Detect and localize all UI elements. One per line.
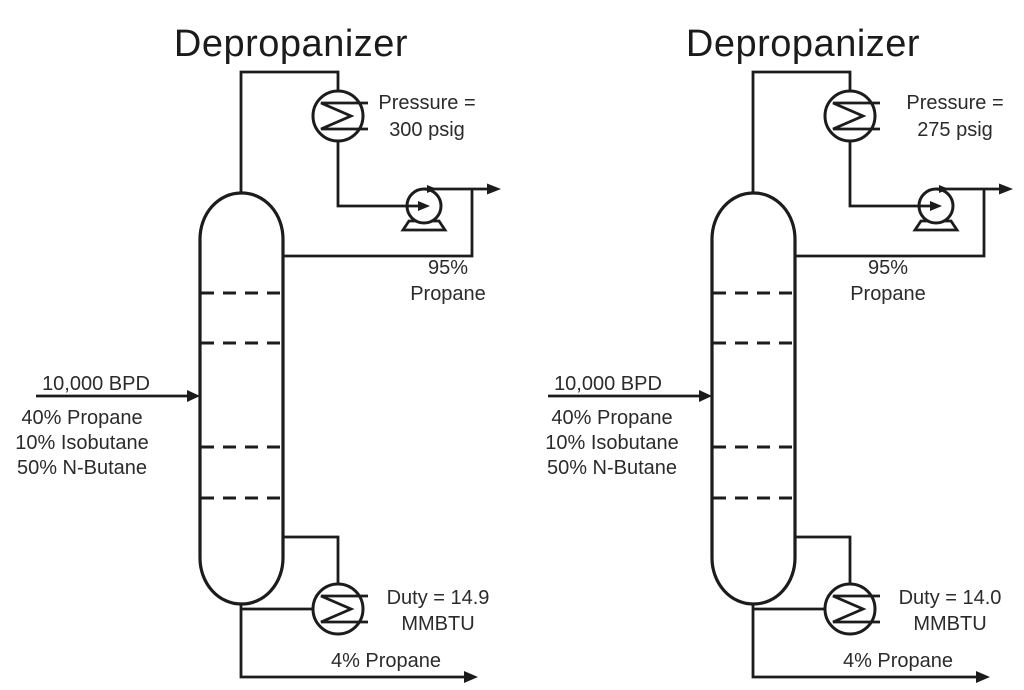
feed-component-text: 10% Isobutane bbox=[545, 432, 679, 454]
diagram-title: Depropanizer bbox=[685, 23, 921, 65]
feed-rate-label: 10,000 BPD bbox=[42, 373, 150, 395]
pressure-value-text: 275 psig bbox=[917, 119, 993, 141]
pressure-label-text: Pressure = bbox=[906, 92, 1004, 114]
bottoms-purity-label: 4% Propane bbox=[842, 650, 954, 672]
distillate-component-text: Propane bbox=[850, 283, 926, 305]
reboiler-duty-label: Duty = 14.0 MMBTU bbox=[860, 585, 1024, 637]
feed-component-text: 40% Propane bbox=[21, 407, 143, 429]
depropanizer-case-2: Depropanizer Pressure = 275 psig 95% Pro… bbox=[512, 0, 1024, 690]
distillate-purity-label: 95% Propane bbox=[818, 255, 958, 307]
duty-unit-text: MMBTU bbox=[401, 613, 475, 635]
duty-value-text: Duty = 14.0 bbox=[898, 587, 1002, 609]
pressure-value-text: 300 psig bbox=[389, 119, 465, 141]
feed-component-text: 50% N-Butane bbox=[16, 457, 148, 479]
diagram-title: Depropanizer bbox=[173, 23, 409, 65]
duty-unit-text: MMBTU bbox=[913, 613, 987, 635]
distillate-percent-text: 95% bbox=[427, 257, 469, 279]
distillate-purity-label: 95% Propane bbox=[378, 255, 518, 307]
feed-component-text: 10% Isobutane bbox=[15, 432, 149, 454]
reboiler-duty-label: Duty = 14.9 MMBTU bbox=[348, 585, 528, 637]
distillate-component-text: Propane bbox=[410, 283, 486, 305]
feed-composition-label: 40% Propane 10% Isobutane 50% N-Butane bbox=[527, 406, 697, 481]
feed-component-text: 50% N-Butane bbox=[546, 457, 678, 479]
condenser-pressure-label: Pressure = 300 psig bbox=[352, 90, 502, 144]
bottoms-purity-label: 4% Propane bbox=[330, 650, 442, 672]
depropanizer-case-1: Depropanizer Pressure = 300 psig 95% Pro… bbox=[0, 23, 503, 685]
pressure-label-text: Pressure = bbox=[378, 92, 476, 114]
feed-component-text: 40% Propane bbox=[551, 407, 673, 429]
condenser-pressure-label: Pressure = 275 psig bbox=[880, 90, 1024, 144]
feed-composition-label: 40% Propane 10% Isobutane 50% N-Butane bbox=[0, 406, 167, 481]
duty-value-text: Duty = 14.9 bbox=[386, 587, 490, 609]
distillate-percent-text: 95% bbox=[867, 257, 909, 279]
feed-rate-label: 10,000 BPD bbox=[554, 373, 662, 395]
